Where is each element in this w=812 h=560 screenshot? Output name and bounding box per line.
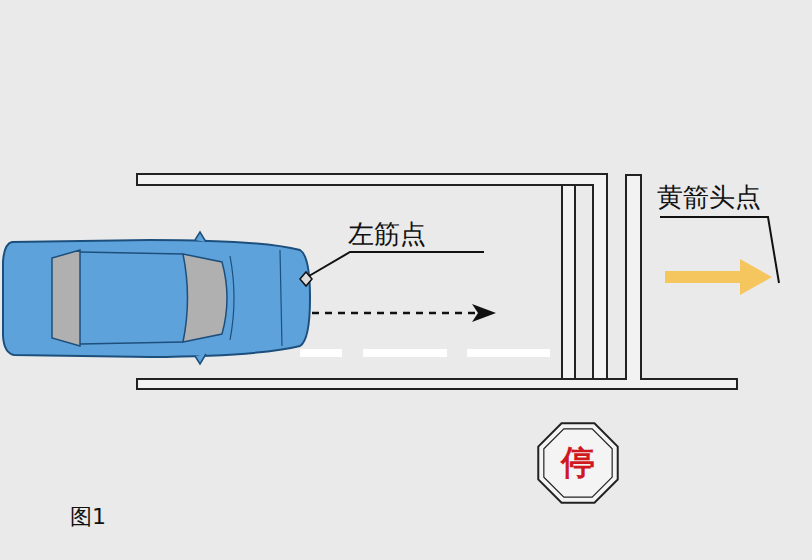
yellow-arrow <box>665 259 772 295</box>
left-reference-marker <box>300 272 312 286</box>
stop-sign-text: 停 <box>533 418 623 508</box>
car <box>3 232 310 364</box>
direction-arrowhead <box>472 304 496 322</box>
leader-line <box>660 217 779 283</box>
figure-number: 图1 <box>70 505 106 529</box>
lane-dashes <box>300 349 550 357</box>
stop-line <box>562 185 575 381</box>
direction-arrow <box>312 312 478 315</box>
point-label: 左筋点 <box>348 220 426 249</box>
point-label: 黄箭头点 <box>657 183 761 212</box>
stop-sign: 停 <box>533 418 623 508</box>
leader-line <box>309 252 484 276</box>
